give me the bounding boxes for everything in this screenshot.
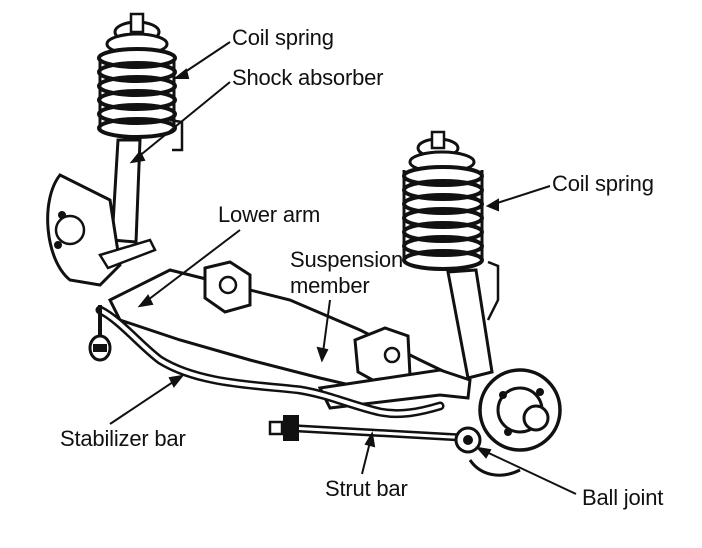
label-strut-bar: Strut bar (325, 476, 408, 501)
stabilizer-bar (88, 305, 445, 419)
label-stabilizer-bar: Stabilizer bar (60, 426, 186, 451)
ball-joint (454, 426, 482, 454)
label-coil-spring-right: Coil spring (552, 171, 654, 196)
strut-bar (268, 415, 474, 442)
label-coil-spring-left: Coil spring (232, 25, 334, 50)
suspension-member (107, 260, 472, 410)
left-coil-spring (97, 47, 177, 139)
right-coil-spring (402, 165, 484, 271)
right-strut-assembly (402, 130, 562, 477)
label-ball-joint: Ball joint (582, 485, 664, 510)
label-shock-absorber: Shock absorber (232, 65, 384, 90)
left-strut-assembly (46, 12, 184, 287)
leader-lines (109, 41, 577, 495)
label-lower-arm: Lower arm (218, 202, 321, 227)
label-suspension-member-line2: member (290, 273, 370, 298)
label-suspension-member-line1: Suspension (290, 247, 403, 272)
